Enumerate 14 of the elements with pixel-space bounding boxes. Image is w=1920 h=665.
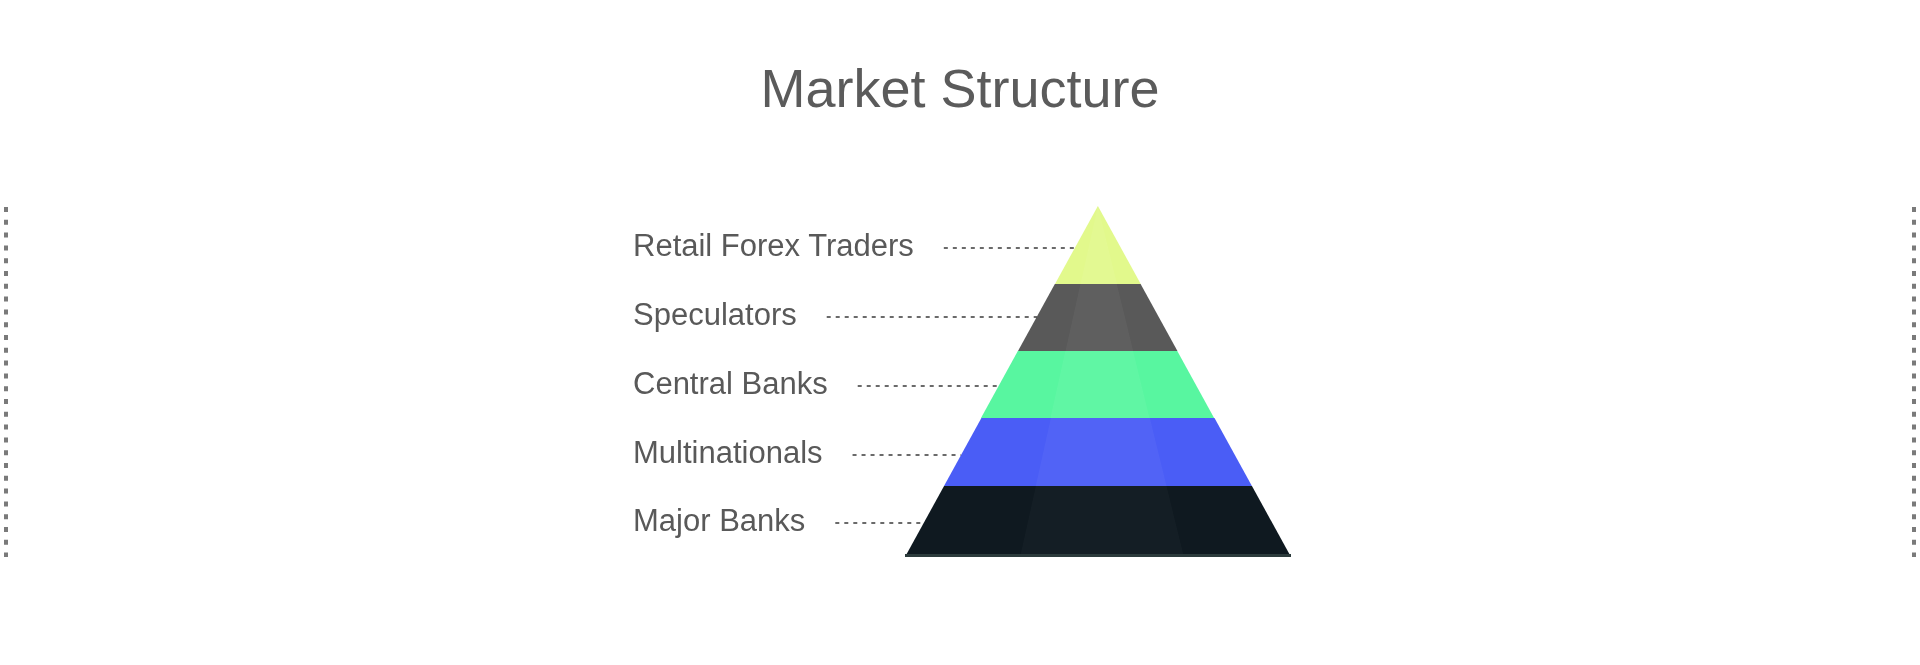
tier-label: Major Banks	[633, 502, 806, 540]
tier-label: Speculators	[633, 296, 797, 334]
tier-label: Retail Forex Traders	[633, 227, 914, 265]
pyramid-tier	[944, 418, 1252, 486]
tier-label: Central Banks	[633, 365, 828, 403]
pyramid-top-tier	[1055, 206, 1141, 284]
diagram-title: Market Structure	[760, 60, 1160, 116]
pyramid-tier	[1018, 284, 1178, 351]
leader-line	[825, 316, 1038, 318]
pyramid-tier	[905, 486, 1291, 557]
leader-line	[856, 385, 1000, 387]
tier-label: Multinationals	[633, 434, 823, 472]
leader-line	[943, 247, 1076, 249]
pyramid-tier	[981, 351, 1215, 418]
